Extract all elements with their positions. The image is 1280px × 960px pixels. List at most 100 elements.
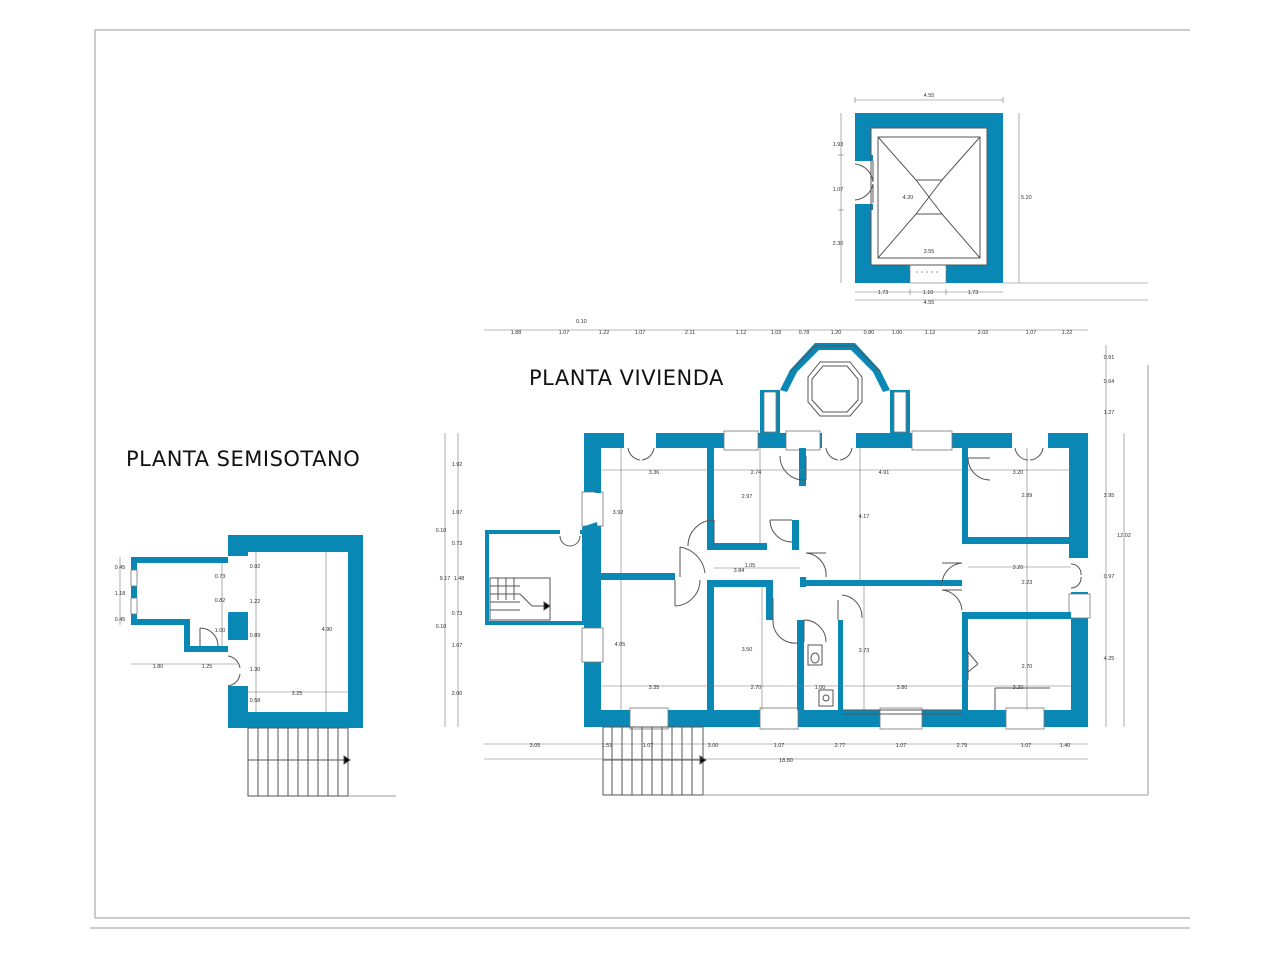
dim-label: 0.89 [250,633,261,639]
dim-label: 1.48 [454,576,465,582]
vivienda-plan: 0.10 1.88 1.07 1.22 1.07 2.11 1.12 1.03 … [436,319,1149,796]
dim-label: 1.07 [833,187,844,193]
dim-label: 4.20 [903,195,914,201]
dim-label: 4.91 [879,470,890,476]
dim-label: 1.30 [250,667,261,673]
sheet-frame [90,29,1190,929]
dim-label: 0.82 [215,598,226,604]
dim-label: 0.45 [115,617,126,623]
dim-label: 1.07 [643,743,654,749]
dim-label: 1.22 [599,330,610,336]
dim-label: 1.22 [1062,330,1073,336]
dim-label: 1.10 [923,290,934,296]
dim-label: 1.22 [250,599,261,605]
door-swings [627,447,1082,680]
dim-label: 0.92 [250,564,261,570]
dim-label: 2.89 [1022,493,1033,499]
dim-label: 1.51 [602,743,613,749]
dim-label: 3.50 [742,647,753,653]
semisotano-plan: 0.45 1.18 0.45 0.73 0.82 1.00 0.92 1.22 … [115,535,396,797]
front-stairs [602,365,1149,796]
semisotano-annex-walls [131,557,228,652]
dim-label: 2.00 [452,691,463,697]
dim-label: 1.88 [511,330,522,336]
semisotano-stairs [247,727,396,797]
dim-label: 9.17 [440,576,451,582]
dim-label: 2.97 [742,494,753,500]
dim-label: 1.00 [815,685,826,691]
tower-walls [855,113,1003,283]
dim-label: 1.40 [1060,743,1071,749]
dim-label: 4.25 [1104,656,1115,662]
dim-label: 3.55 [924,249,935,255]
dim-label: 1.07 [635,330,646,336]
dim-label: 3.20 [1013,470,1024,476]
dim-label: 3.95 [1104,493,1115,499]
dim-label: 0.45 [115,565,126,571]
dim-label: 0.10 [576,319,587,325]
dim-label: 5.20 [1021,195,1032,201]
dim-label: 1.18 [115,591,126,597]
dim-label: 0.97 [1104,574,1115,580]
dim-label: 1.73 [878,290,889,296]
dim-label: 4.55 [924,93,935,99]
dim-label: 0.73 [215,574,226,580]
dim-label: 1.07 [452,643,463,649]
dim-label: 1.07 [452,510,463,516]
dim-label: 1.12 [736,330,747,336]
title-planta-vivienda: PLANTA VIVIENDA [529,366,724,390]
dim-label: 1.00 [215,628,226,634]
dim-label: 4.55 [924,300,935,306]
dim-label: 0.78 [799,330,810,336]
dim-label: 2.70 [1022,664,1033,670]
vivienda-interior-walls [600,448,1088,710]
dim-label: 1.92 [452,462,463,468]
dim-label: 3.73 [859,648,870,654]
dim-label: 2.02 [978,330,989,336]
dim-label: 4.17 [859,514,870,520]
dim-label: 1.20 [831,330,842,336]
dim-label: 1.07 [896,743,907,749]
dim-label: 3.20 [1013,565,1024,571]
dim-label: 1.93 [833,142,844,148]
dim-label: 3.20 [1013,685,1024,691]
dim-label: 3.84 [734,568,745,574]
dim-label: 4.90 [322,627,333,633]
dim-label: 1.25 [202,664,213,670]
dim-label: 3.00 [708,743,719,749]
dim-label: 3.80 [897,685,908,691]
dim-label: 3.92 [613,510,624,516]
dim-label: 1.80 [153,664,164,670]
dim-label: 2.30 [833,241,844,247]
dim-label: 3.05 [530,743,541,749]
dim-label: 3.35 [649,685,660,691]
dim-label: 1.07 [1026,330,1037,336]
dim-label: 1.00 [892,330,903,336]
dim-label: 0.64 [1104,379,1115,385]
dim-label: 1.07 [774,743,785,749]
dim-label: 2.23 [1022,580,1033,586]
dim-label: 0.10 [436,624,447,630]
dim-label: 2.79 [957,743,968,749]
dim-label: 1.07 [559,330,570,336]
bay-window-walls [780,343,890,392]
dim-label: 4.05 [615,642,626,648]
dim-label: 1.12 [925,330,936,336]
dim-label: 2.74 [751,470,762,476]
dim-label: 0.80 [864,330,875,336]
dim-label: 0.91 [1104,355,1115,361]
dim-label: 3.36 [649,470,660,476]
dim-label: 2.70 [751,685,762,691]
semisotano-main-walls [228,535,363,728]
dim-label: 2.77 [835,743,846,749]
dim-label: 0.73 [452,541,463,547]
dim-label: 2.11 [685,330,695,336]
dim-label: 3.25 [292,691,303,697]
dim-label: 12.02 [1117,533,1131,539]
dim-label: 0.58 [250,698,261,704]
dim-label: 0.73 [452,611,463,617]
dim-label: 1.27 [1104,410,1115,416]
dim-label: 18.80 [779,758,793,764]
tower-plan: 4.55 1.93 1.07 2.30 4.20 3.55 5.20 1.73 … [833,93,1148,306]
